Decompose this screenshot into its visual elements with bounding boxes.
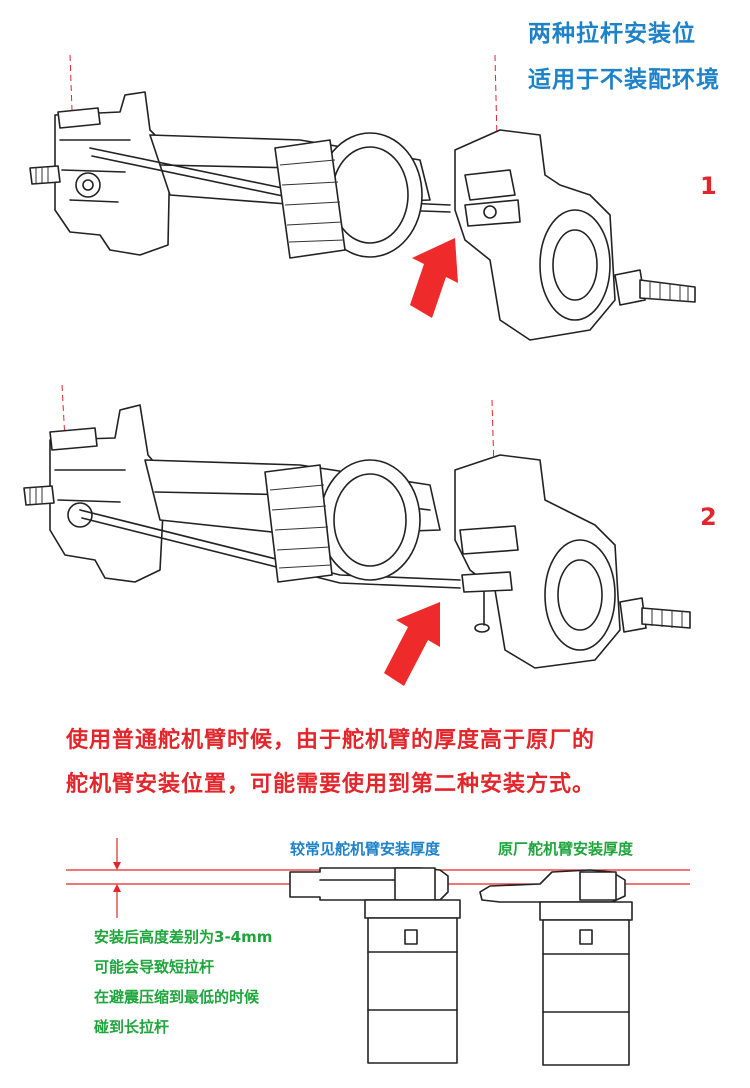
oem-servo-arm-label: 原厂舵机臂安装厚度 bbox=[498, 840, 634, 858]
servo-note-2: 可能会导致短拉杆 bbox=[94, 958, 215, 976]
figure-label-1: 1 bbox=[700, 172, 717, 200]
header-line-2: 适用于不装配环境 bbox=[528, 67, 720, 93]
header-line-1: 两种拉杆安装位 bbox=[528, 21, 696, 47]
common-servo-arm-label: 较常见舵机臂安装厚度 bbox=[290, 840, 441, 858]
figure-label-2: 2 bbox=[700, 503, 717, 531]
servo-note-3: 在避震压缩到最低的时候 bbox=[94, 988, 260, 1006]
servo-notes: 安装后高度差别为3-4mm 可能会导致短拉杆 在避震压缩到最低的时候 碰到长拉杆 bbox=[94, 922, 272, 1042]
servo-note-4: 碰到长拉杆 bbox=[94, 1018, 170, 1036]
servo-note-1: 安装后高度差别为3-4mm bbox=[94, 928, 273, 946]
note-line-2: 舵机臂安装位置，可能需要使用到第二种安装方式。 bbox=[66, 772, 596, 797]
note-line-1: 使用普通舵机臂时候，由于舵机臂的厚度高于原厂的 bbox=[66, 728, 596, 753]
